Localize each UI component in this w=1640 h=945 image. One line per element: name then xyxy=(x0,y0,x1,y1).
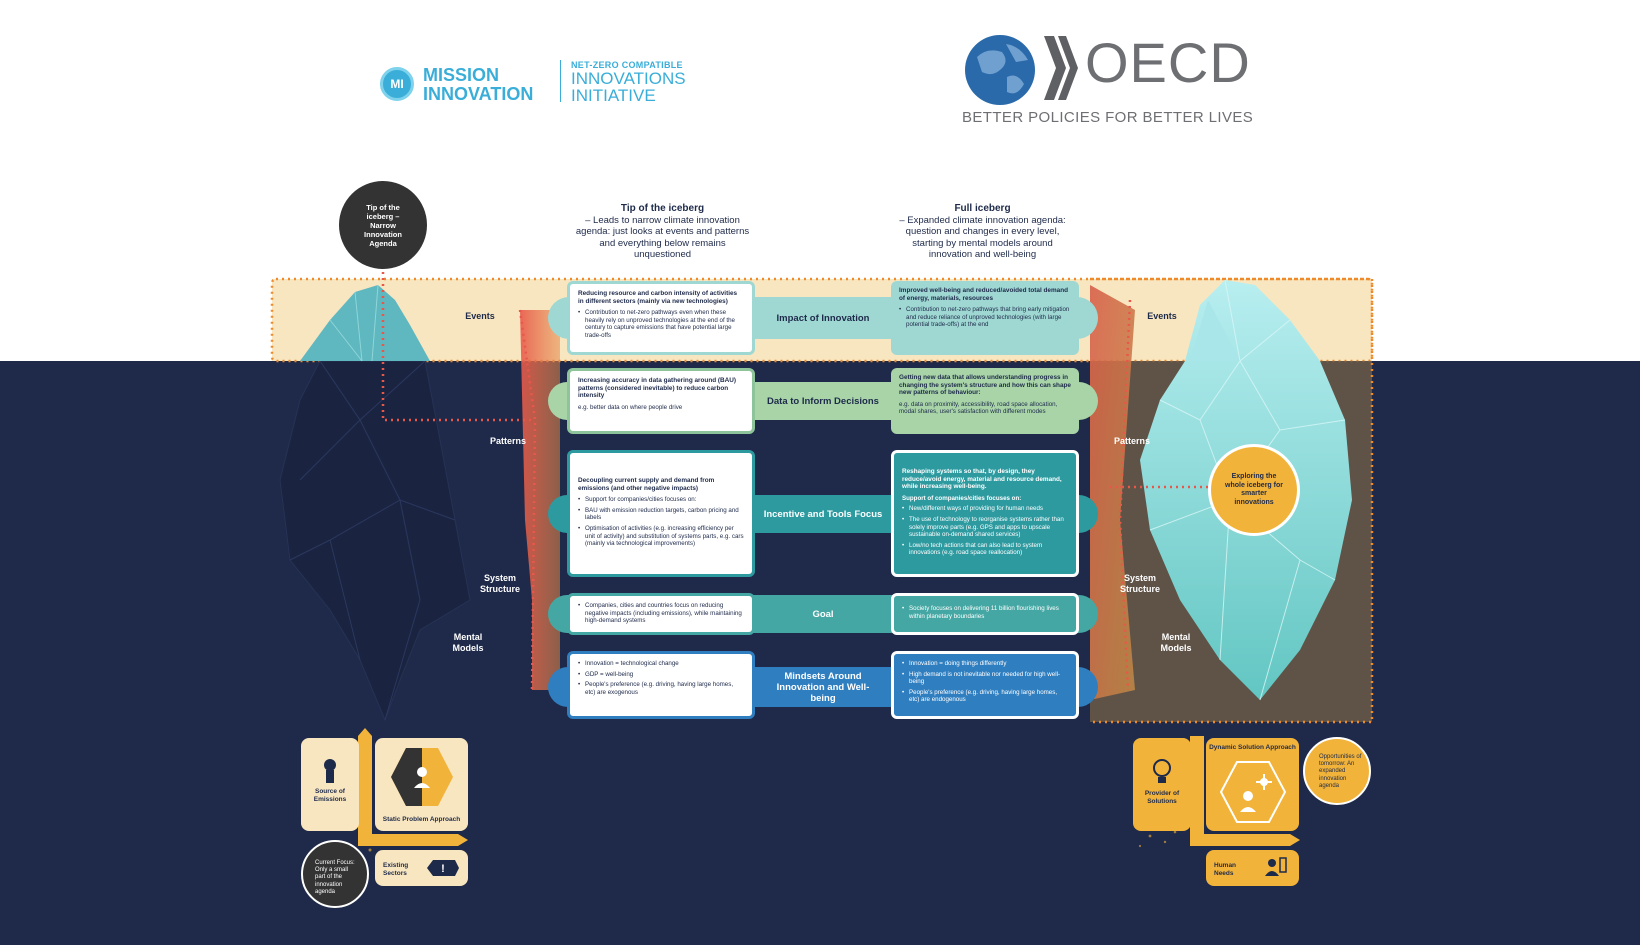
mission-innovation-wordmark: MISSION INNOVATION xyxy=(423,66,533,104)
right-header: Full iceberg – Expanded climate innovati… xyxy=(895,203,1070,261)
row-incentive-left-item: Optimisation of activities (e.g. increas… xyxy=(578,525,744,548)
row-goal-label: Goal xyxy=(812,608,834,620)
static-approach-card: Static Problem Approach xyxy=(375,738,468,831)
sectors-label: Existing Sectors xyxy=(383,862,409,877)
globe-icon xyxy=(965,35,1035,105)
row-data-right-box: Getting new data that allows understandi… xyxy=(891,368,1079,434)
innovations-initiative-wordmark: NET-ZERO COMPATIBLE INNOVATIONS INITIATI… xyxy=(571,60,686,104)
row-impact-right-head: Improved well-being and reduced/avoided … xyxy=(899,287,1069,302)
row-incentive-left-item: Support for companies/cities focuses on: xyxy=(578,496,744,504)
source-card: Source of Emissions xyxy=(301,738,359,831)
tip-circle: Tip of the iceberg – Narrow Innovation A… xyxy=(339,181,427,269)
oecd-wordmark: OECD xyxy=(1085,31,1251,94)
needs-label: Human Needs xyxy=(1214,862,1237,877)
row-data-left-note: e.g. better data on where people drive xyxy=(578,403,683,411)
level-right-events: Events xyxy=(1147,311,1177,321)
row-goal-right-item: Society focuses on delivering 11 billion… xyxy=(902,605,1068,620)
static-approach-label: Static Problem Approach xyxy=(382,816,461,823)
logo-divider xyxy=(560,60,561,102)
row-goal-right-box: Society focuses on delivering 11 billion… xyxy=(891,593,1079,635)
smokestack-icon xyxy=(324,759,336,783)
oecd-chevrons-icon xyxy=(1044,36,1078,100)
row-incentive-left-head: Decoupling current supply and demand fro… xyxy=(578,477,715,492)
row-impact-right-box: Improved well-being and reduced/avoided … xyxy=(891,281,1079,355)
row-impact-left-head: Reducing resource and carbon intensity o… xyxy=(578,290,738,305)
right-header-text: – Expanded climate innovation agenda: qu… xyxy=(899,214,1066,261)
level-left-events: Events xyxy=(465,311,495,321)
needs-card: Human Needs xyxy=(1206,850,1299,886)
left-iceberg-underwater xyxy=(279,360,471,722)
right-header-title: Full iceberg xyxy=(954,203,1011,214)
hexagon-solution-icon xyxy=(1220,761,1286,823)
mi-line1: MISSION xyxy=(423,65,500,85)
left-iceberg-tip xyxy=(300,285,430,361)
exploring-circle: Exploring the whole iceberg for smarter … xyxy=(1208,444,1300,536)
row-mindsets-right-item: People's preference (e.g. driving, havin… xyxy=(902,689,1068,704)
svg-text:!: ! xyxy=(441,863,445,875)
row-impact-label: Impact of Innovation xyxy=(776,312,870,324)
mi-line2: INNOVATION xyxy=(423,84,534,104)
row-impact-left-item: Contribution to net-zero pathways even w… xyxy=(578,309,744,339)
level-left-patterns: Patterns xyxy=(489,436,526,446)
mission-innovation-logo-icon: MI xyxy=(380,67,414,101)
sectors-card: Existing Sectors ! xyxy=(375,850,468,886)
row-incentive-left-item: BAU with emission reduction targets, car… xyxy=(578,507,744,522)
row-mindsets-right-item: High demand is not inevitable nor needed… xyxy=(902,671,1068,686)
row-mindsets-left-item: People's preference (e.g. driving, havin… xyxy=(578,681,744,696)
left-header: Tip of the iceberg – Leads to narrow cli… xyxy=(575,203,750,261)
row-impact-left-box: Reducing resource and carbon intensity o… xyxy=(567,281,755,355)
row-incentive-right-box: Reshaping systems so that, by design, th… xyxy=(891,450,1079,577)
human-needs-icon xyxy=(1265,857,1287,876)
hexagon-problem-icon xyxy=(391,748,453,806)
right-warm-zone xyxy=(1090,285,1135,700)
row-incentive-right-item: New/different ways of providing for huma… xyxy=(902,505,1068,513)
row-data-left-head: Increasing accuracy in data gathering ar… xyxy=(578,377,737,400)
row-incentive-right-item: Low/no tech actions that can also lead t… xyxy=(902,542,1068,557)
lightbulb-icon xyxy=(1153,759,1171,783)
water xyxy=(0,361,1640,945)
left-header-title: Tip of the iceberg xyxy=(620,203,705,214)
row-incentive-right-item: The use of technology to reorganise syst… xyxy=(902,516,1068,539)
current-focus-circle: Current Focus: Only a small part of the … xyxy=(301,840,369,908)
row-data-label: Data to Inform Decisions xyxy=(767,395,879,407)
row-mindsets-label: Mindsets Around Innovation and Well-bein… xyxy=(776,670,870,704)
dynamic-approach-card: Dynamic Solution Approach xyxy=(1206,738,1299,831)
row-data-left-box: Increasing accuracy in data gathering ar… xyxy=(567,368,755,434)
row-mindsets-left-item: GDP = well-being xyxy=(578,671,744,679)
row-data-right-note: e.g. data on proximity, accessibility, r… xyxy=(899,400,1058,416)
row-mindsets-left-item: Innovation = technological change xyxy=(578,660,744,668)
row-data-right-head: Getting new data that allows understandi… xyxy=(899,374,1071,397)
row-incentive-label: Incentive and Tools Focus xyxy=(763,508,883,520)
row-incentive-right-sub: Support of companies/cities focuses on: xyxy=(902,494,1022,502)
mi-sub3: INITIATIVE xyxy=(571,86,656,105)
row-incentive-left-box: Decoupling current supply and demand fro… xyxy=(567,450,755,577)
level-left-mental-models: Mental Models xyxy=(452,632,484,653)
level-right-system-structure: System Structure xyxy=(1119,573,1160,594)
row-mindsets-right-item: Innovation = doing things differently xyxy=(902,660,1068,668)
left-header-text: – Leads to narrow climate innovation age… xyxy=(575,214,750,261)
warning-icon: ! xyxy=(427,860,459,876)
level-right-patterns: Patterns xyxy=(1113,436,1150,446)
dynamic-approach-label: Dynamic Solution Approach xyxy=(1209,744,1296,751)
row-goal-left-item: Companies, cities and countries focus on… xyxy=(578,602,744,625)
opportunities-circle: Opportunities of tomorrow: An expanded i… xyxy=(1303,737,1371,805)
source-label: Source of Emissions xyxy=(313,788,347,803)
level-right-mental-models: Mental Models xyxy=(1160,632,1192,653)
provider-card: Provider of Solutions xyxy=(1133,738,1191,831)
row-incentive-right-head: Reshaping systems so that, by design, th… xyxy=(902,468,1062,491)
oecd-tagline: BETTER POLICIES FOR BETTER LIVES xyxy=(962,109,1254,126)
level-left-system-structure: System Structure xyxy=(479,573,520,594)
mi-sub2: INNOVATIONS xyxy=(571,69,686,88)
provider-label: Provider of Solutions xyxy=(1144,790,1180,805)
row-goal-left-box: Companies, cities and countries focus on… xyxy=(567,593,755,635)
row-impact-right-item: Contribution to net-zero pathways that b… xyxy=(899,306,1071,329)
row-mindsets-left-box: Innovation = technological change GDP = … xyxy=(567,651,755,719)
mi-sub1: NET-ZERO COMPATIBLE xyxy=(571,60,683,70)
row-mindsets-right-box: Innovation = doing things differently Hi… xyxy=(891,651,1079,719)
